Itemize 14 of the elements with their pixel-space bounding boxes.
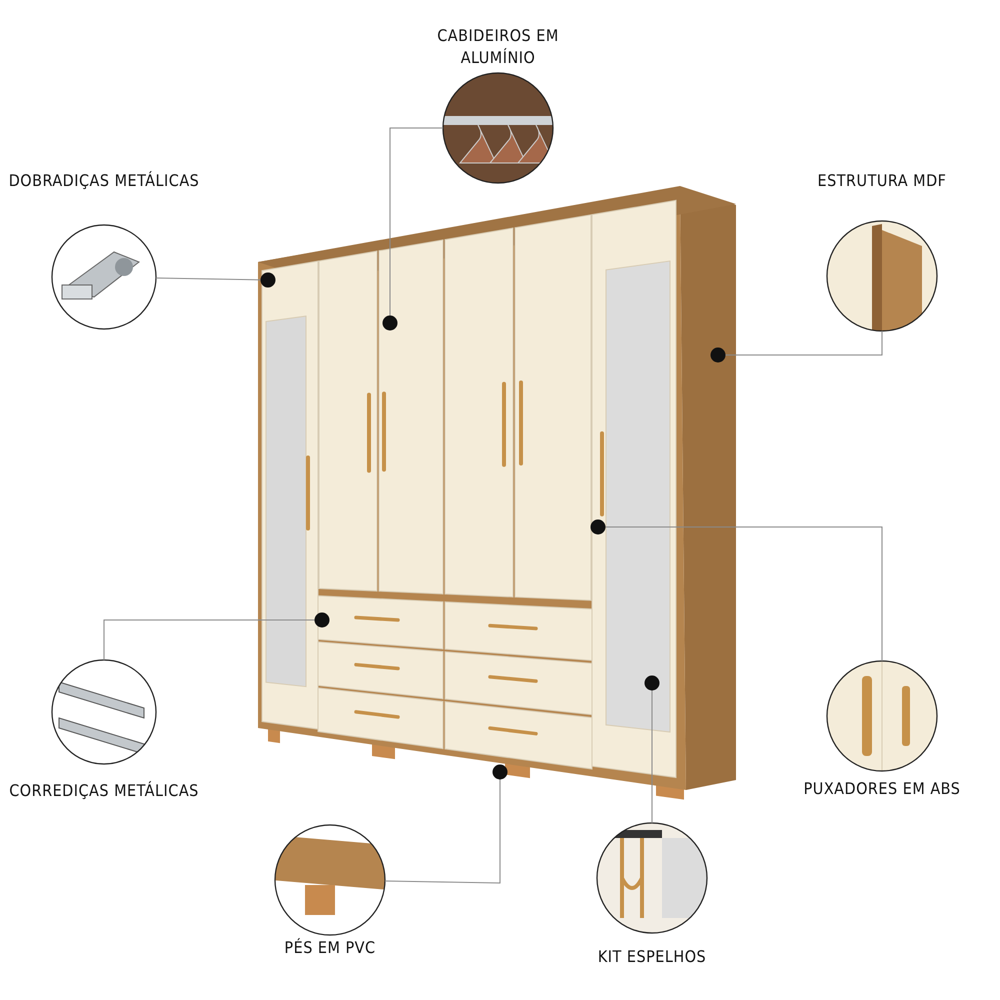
leader-line bbox=[382, 128, 444, 330]
leader-line bbox=[384, 764, 508, 884]
leader-line bbox=[104, 612, 330, 660]
callout-label: CORREDIÇAS METÁLICAS bbox=[8, 780, 200, 802]
callout-label: DOBRADIÇAS METÁLICAS bbox=[8, 170, 200, 192]
leader-line bbox=[710, 330, 882, 362]
callout-label: KIT ESPELHOS bbox=[596, 946, 708, 968]
leader-line bbox=[644, 676, 660, 824]
callout-label: PÉS EM PVC bbox=[283, 937, 377, 959]
callout-label: CABIDEIROS EM ALUMÍNIO bbox=[436, 25, 560, 69]
callout-label: ESTRUTURA MDF bbox=[816, 170, 948, 192]
leader-line bbox=[156, 272, 276, 288]
callout-label: PUXADORES EM ABS bbox=[802, 778, 962, 800]
leader-line bbox=[590, 520, 882, 662]
